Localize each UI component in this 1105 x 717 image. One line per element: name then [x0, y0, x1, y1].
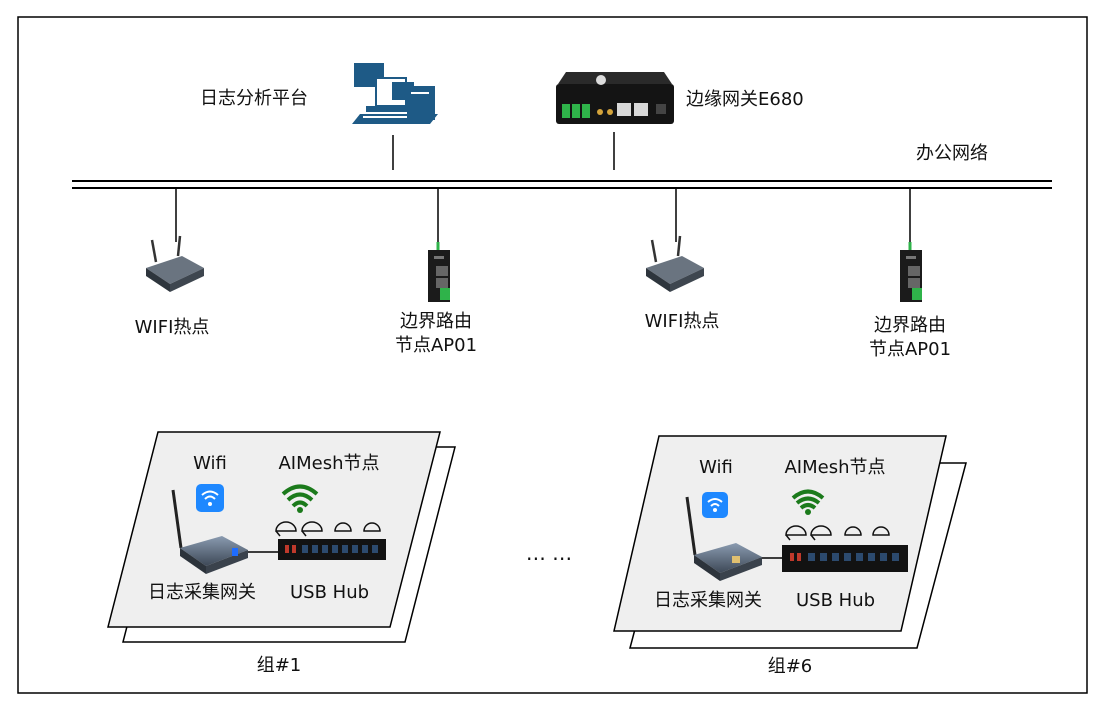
group-1-usb-hub-label: USB Hub: [290, 582, 370, 603]
industrial-router-icon: [428, 242, 450, 302]
wifi-router-icon: [646, 235, 704, 292]
wifi-badge-icon: [196, 484, 224, 512]
office-network-bus: [72, 180, 1052, 189]
aimesh-node-icon: [275, 521, 381, 537]
ellipsis: … …: [525, 541, 573, 565]
group-6-wifi-label: Wifi: [699, 457, 733, 478]
group-1-collector-label: 日志采集网关: [148, 582, 256, 603]
edge-router-2-label-line1: 边界路由: [874, 315, 946, 336]
wifi-hotspot-1-label: WIFI热点: [134, 317, 210, 338]
usb-hub-icon: [278, 539, 386, 560]
computer-icon: [352, 63, 438, 124]
log-collector-gateway-icon: [685, 496, 762, 581]
group-6-collector-label: 日志采集网关: [654, 590, 762, 611]
group-6-aimesh-label: AIMesh节点: [784, 457, 886, 478]
edge-router-2-label-line2: 节点AP01: [868, 339, 952, 360]
wifi-signal-icon: [281, 484, 319, 513]
wifi-badge-icon: [702, 492, 728, 518]
edge-router-1-label-line1: 边界路由: [400, 311, 472, 332]
group-1-name: 组#1: [256, 655, 302, 676]
wifi-router-icon: [146, 235, 204, 292]
wifi-signal-icon: [791, 489, 825, 515]
edge-router-1-label-line2: 节点AP01: [394, 335, 478, 356]
group-1-wifi-label: Wifi: [193, 453, 227, 474]
usb-hub-icon: [782, 545, 908, 572]
wifi-hotspot-2-label: WIFI热点: [644, 311, 720, 332]
outer-frame: [17, 16, 1088, 694]
log-platform-label: 日志分析平台: [200, 88, 308, 109]
edge-gateway-icon: [556, 72, 674, 124]
group-6-name: 组#6: [767, 656, 813, 677]
edge-gateway-label: 边缘网关E680: [686, 89, 804, 110]
industrial-router-icon: [900, 242, 922, 302]
aimesh-node-icon: [785, 525, 890, 541]
office-network-label: 办公网络: [916, 143, 988, 164]
log-collector-gateway-icon: [171, 489, 248, 574]
group-1-aimesh-label: AIMesh节点: [278, 453, 380, 474]
group-6-usb-hub-label: USB Hub: [796, 590, 876, 611]
